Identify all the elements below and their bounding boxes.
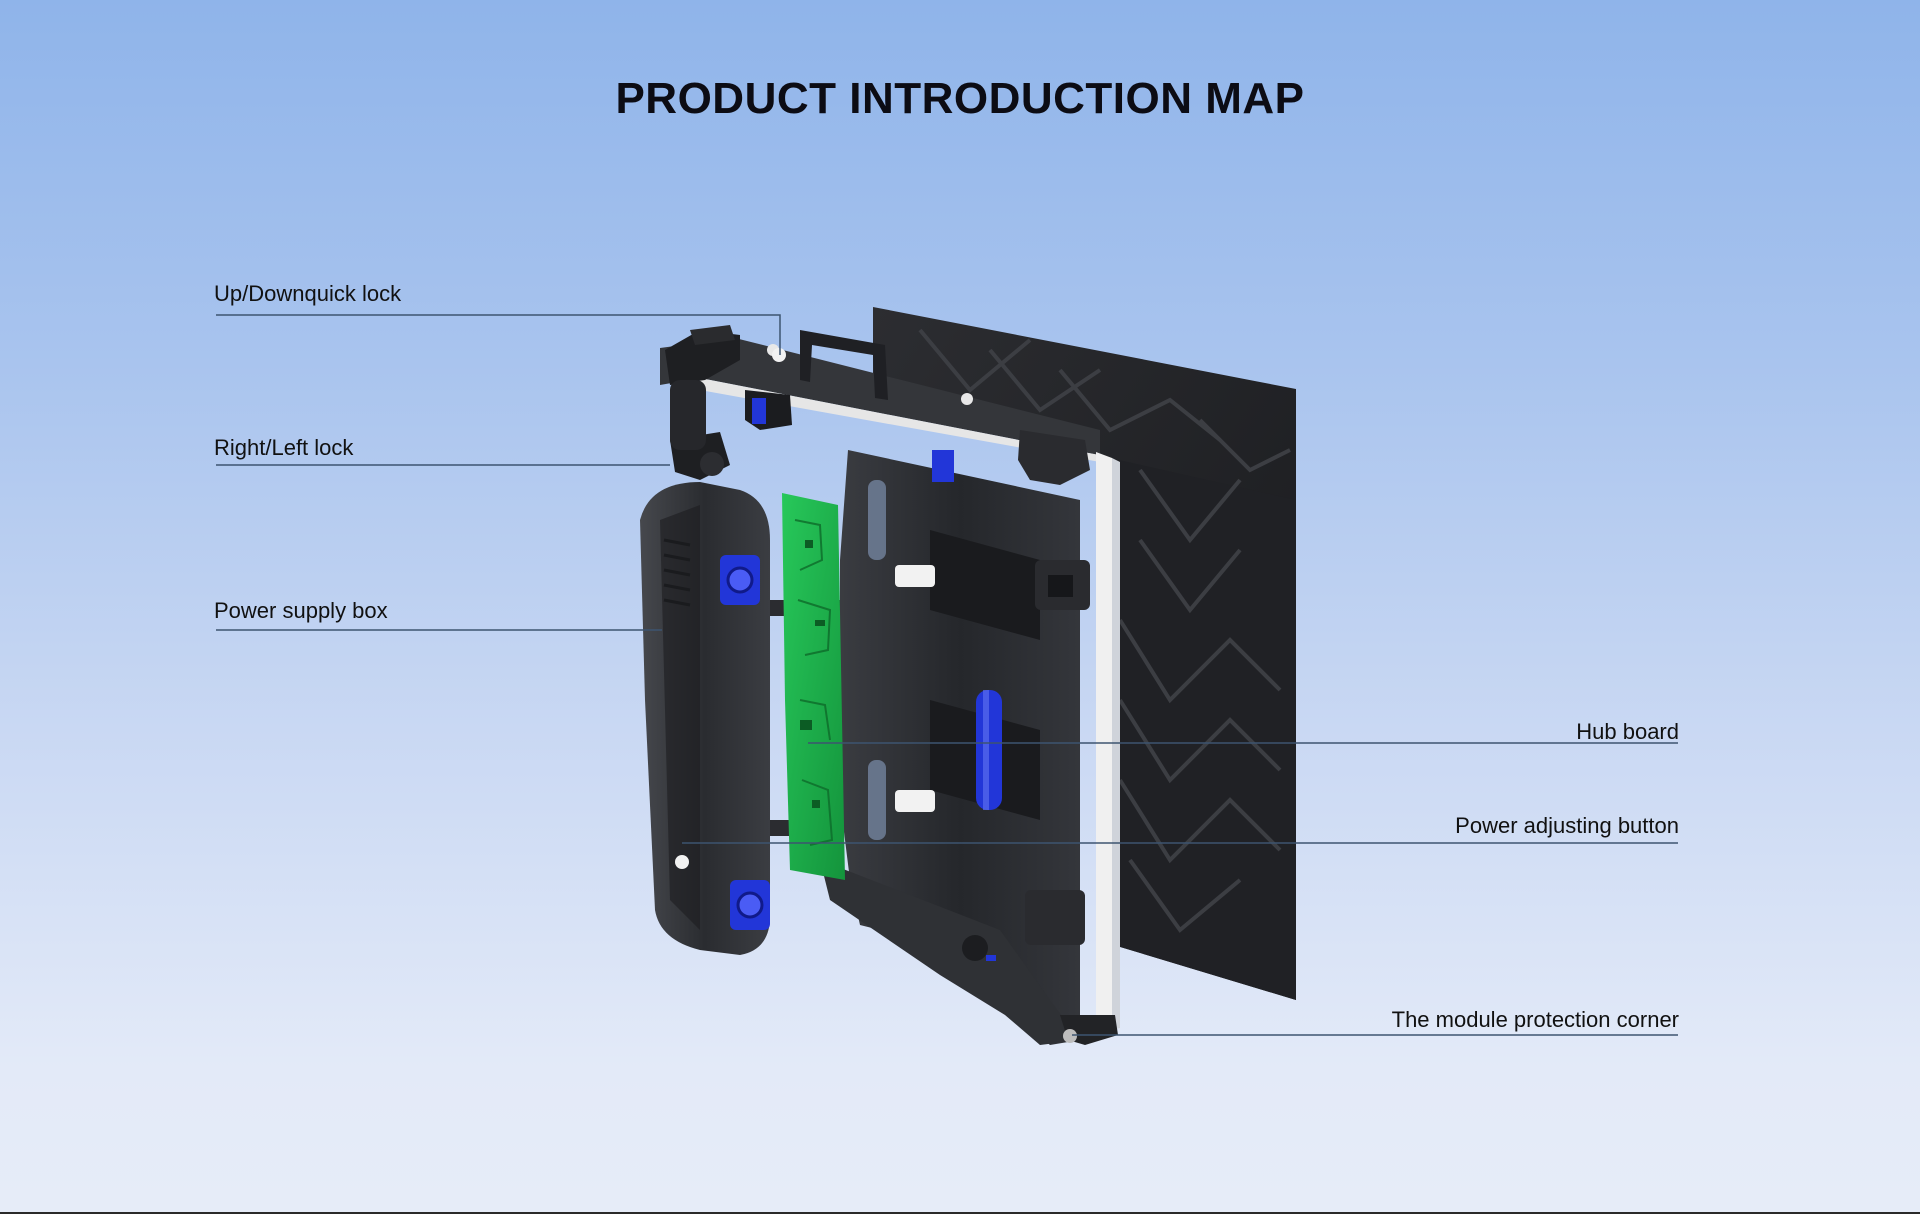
label-up-down-quick-lock: Up/Downquick lock (214, 281, 402, 306)
label-module-protection-corner: The module protection corner (1391, 1007, 1679, 1032)
hub-board (782, 493, 845, 880)
up-down-quick-lock (665, 325, 792, 430)
label-power-adjusting-button: Power adjusting button (1455, 813, 1679, 838)
leader-lines (216, 314, 1678, 1036)
label-right-left-lock: Right/Left lock (214, 435, 354, 460)
page-title: PRODUCT INTRODUCTION MAP (615, 74, 1305, 123)
right-left-lock (670, 380, 730, 480)
leader-up-down-lock (216, 314, 781, 355)
led-module-panel (873, 307, 1296, 1000)
label-hub-board: Hub board (1576, 719, 1679, 744)
label-power-supply-box: Power supply box (214, 598, 388, 623)
bottom-divider (0, 1212, 1920, 1214)
cabinet-frame (660, 330, 1120, 1045)
